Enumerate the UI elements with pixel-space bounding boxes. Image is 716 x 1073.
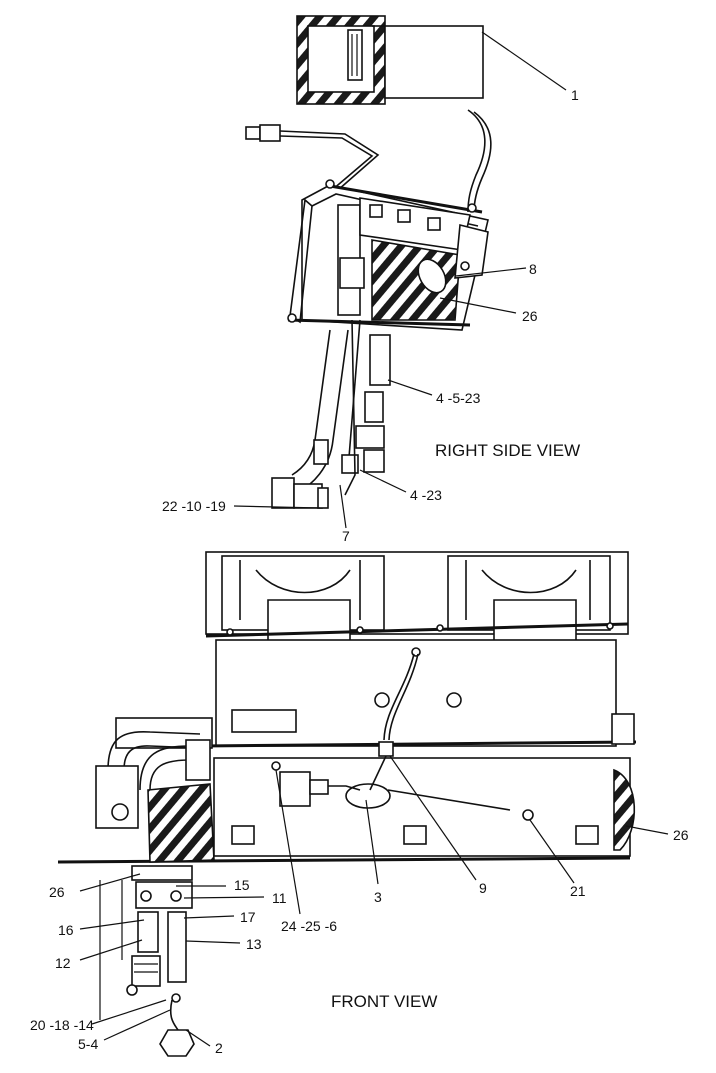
right-side-view-title: RIGHT SIDE VIEW bbox=[435, 441, 580, 460]
leader-lines bbox=[79, 31, 669, 1047]
wire-harness-2 bbox=[473, 111, 492, 213]
callout-7: 7 bbox=[342, 528, 350, 544]
callout-3: 3 bbox=[374, 889, 382, 905]
front-view-drawing bbox=[57, 551, 637, 1057]
callout-20-18-14: 20 -18 -14 bbox=[30, 1017, 94, 1033]
callout-5-4: 5-4 bbox=[78, 1036, 98, 1052]
hose-assembly bbox=[271, 319, 391, 509]
callout-8: 8 bbox=[529, 261, 537, 277]
callout-17: 17 bbox=[240, 909, 256, 925]
front-view-title: FRONT VIEW bbox=[331, 992, 437, 1011]
callout-11: 11 bbox=[272, 890, 287, 906]
callout-4-5-23: 4 -5-23 bbox=[436, 390, 481, 406]
control-box-part-1 bbox=[296, 15, 484, 105]
right-side-view-drawing bbox=[245, 15, 492, 509]
callout-15: 15 bbox=[234, 877, 250, 893]
callout-13: 13 bbox=[246, 936, 262, 952]
callout-22-10-19: 22 -10 -19 bbox=[162, 498, 226, 514]
callout-16: 16 bbox=[58, 922, 74, 938]
connector-plug bbox=[245, 124, 380, 191]
callout-1: 1 bbox=[571, 87, 579, 103]
front-wiring bbox=[271, 647, 534, 821]
heater-housing bbox=[199, 639, 637, 748]
callout-26-left: 26 bbox=[49, 884, 65, 900]
blower-assembly bbox=[205, 551, 629, 651]
callout-21: 21 bbox=[570, 883, 586, 899]
callout-12: 12 bbox=[55, 955, 71, 971]
callout-9: 9 bbox=[479, 880, 487, 896]
heater-module-part-8 bbox=[287, 179, 489, 331]
callout-24-25-6: 24 -25 -6 bbox=[281, 918, 337, 934]
callout-26-top: 26 bbox=[522, 308, 538, 324]
callout-2: 2 bbox=[215, 1040, 223, 1056]
wire-harness bbox=[467, 109, 486, 213]
callout-26-right: 26 bbox=[673, 827, 689, 843]
callout-4-23: 4 -23 bbox=[410, 487, 442, 503]
left-piping bbox=[95, 717, 215, 1057]
